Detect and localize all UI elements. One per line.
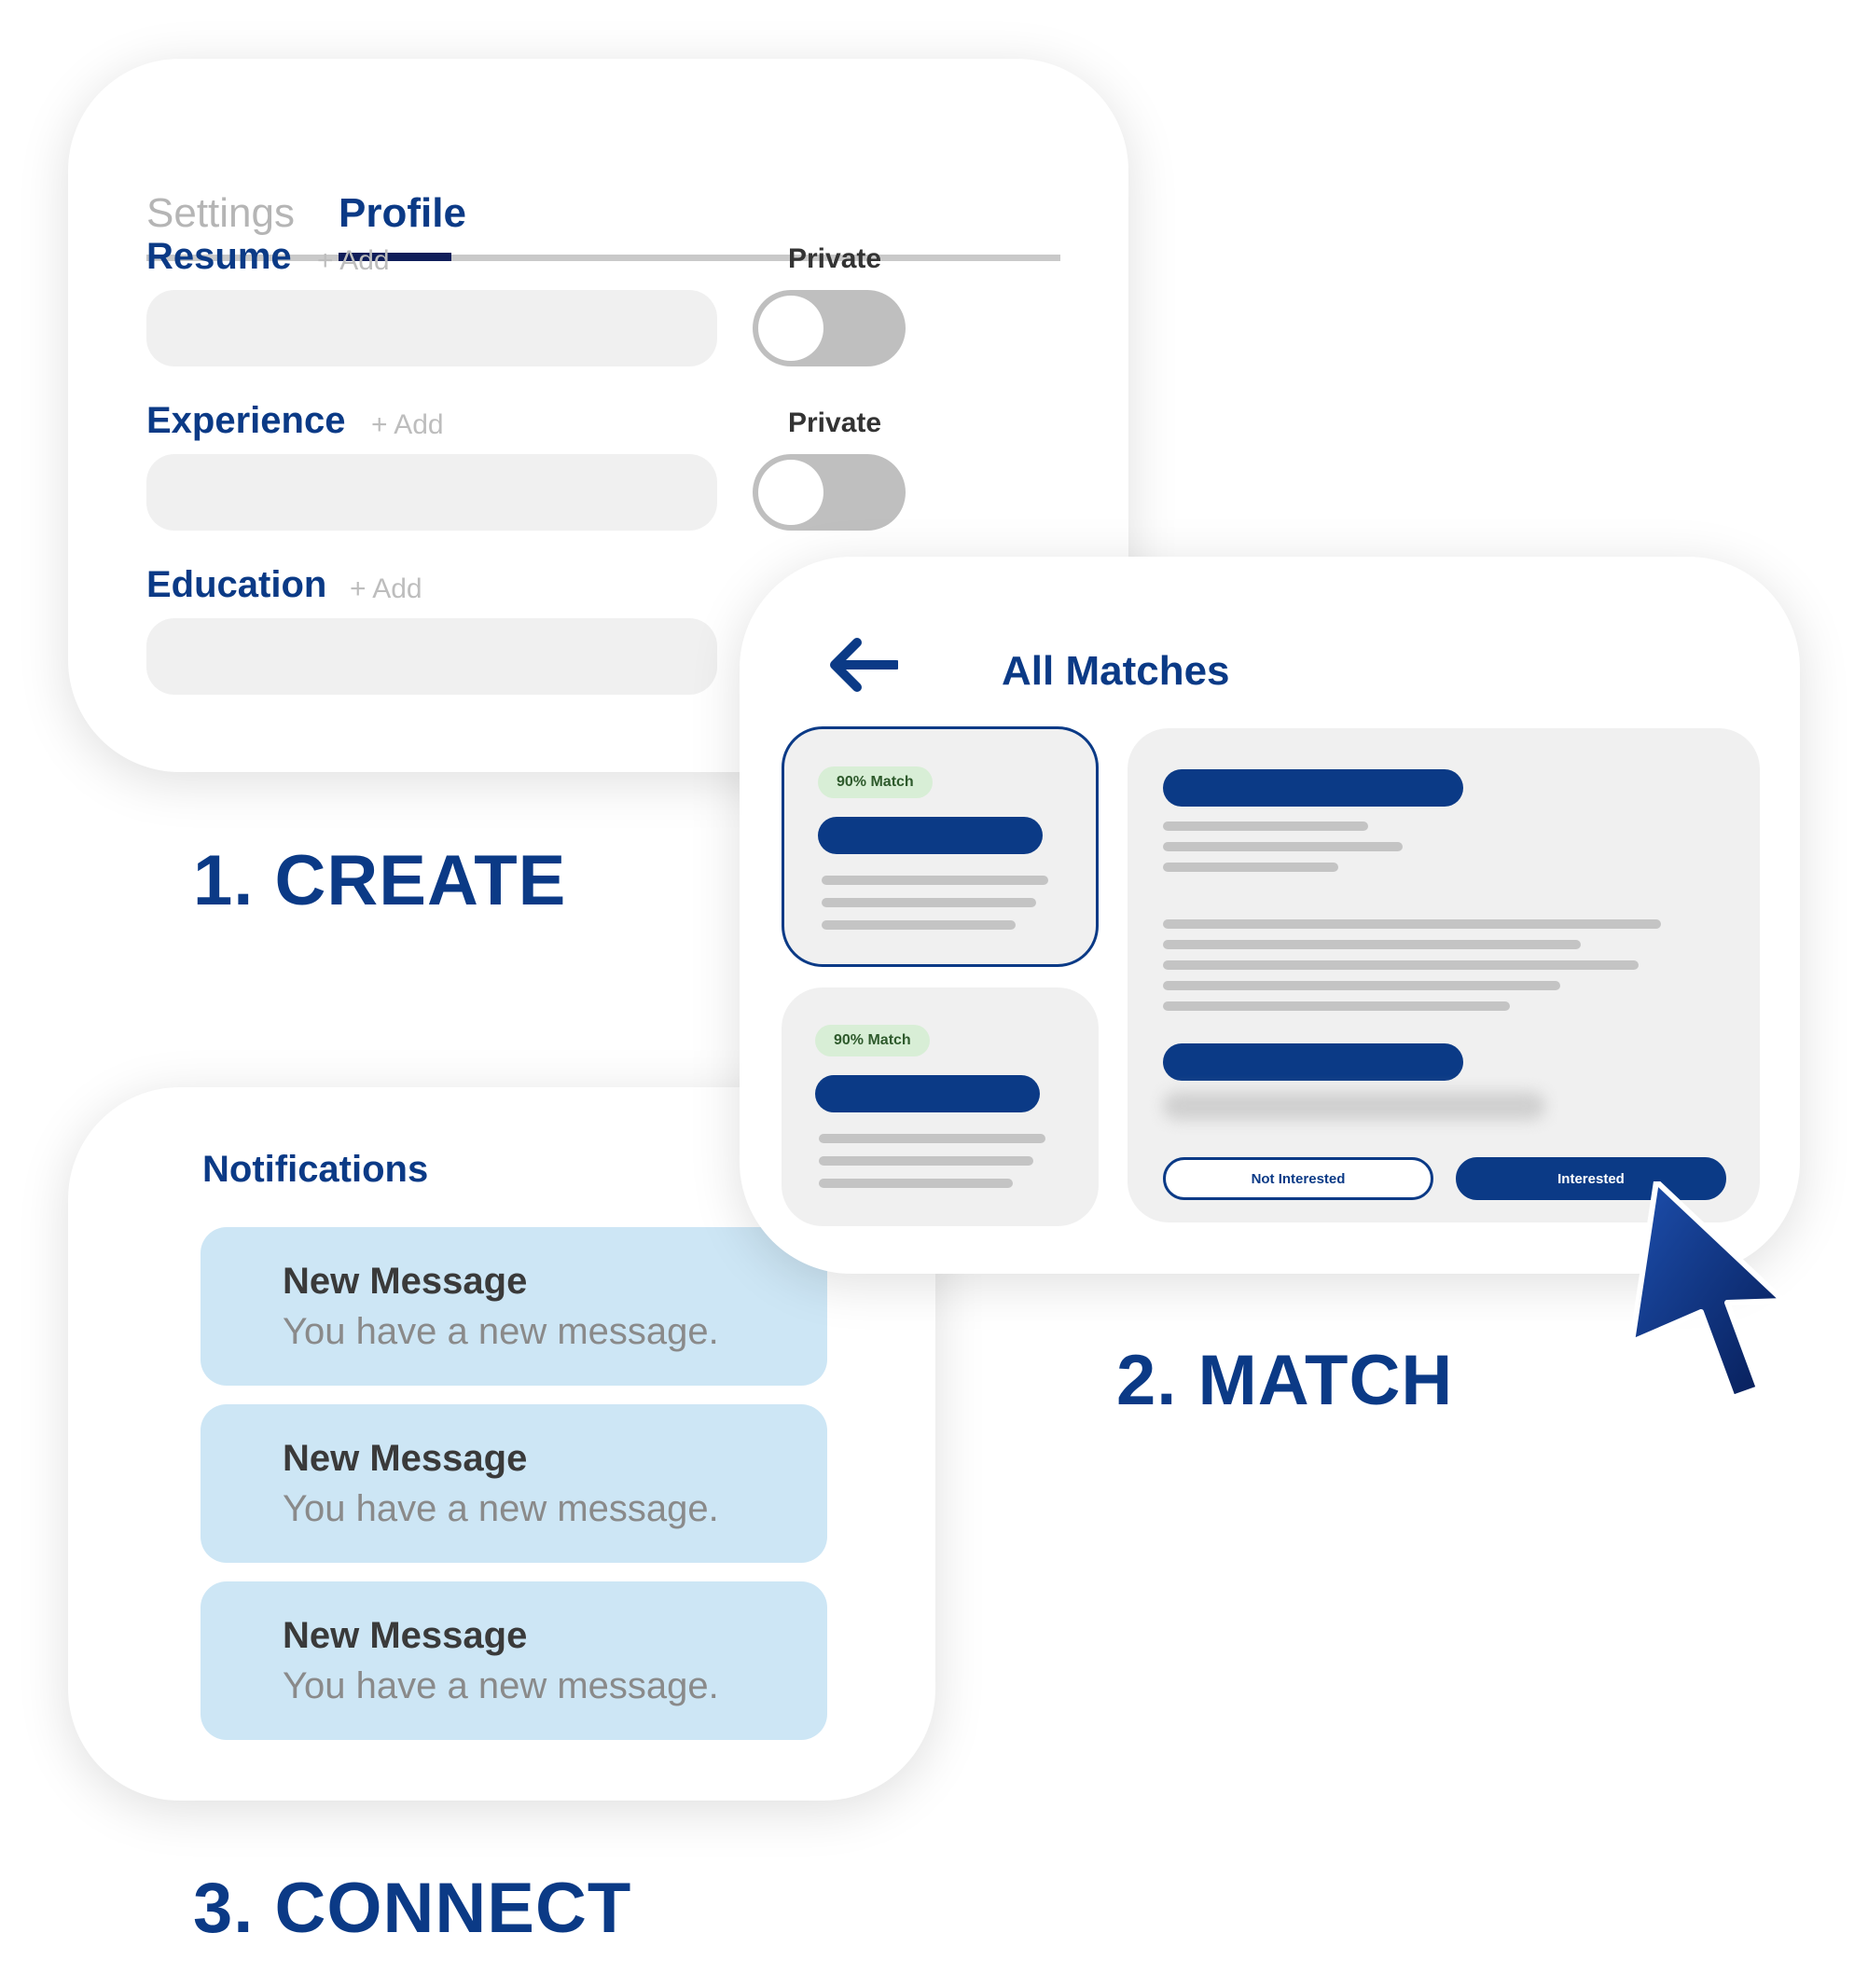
match-title-bar [818,817,1043,854]
text-line [822,920,1016,930]
education-field[interactable] [146,618,717,695]
step-create-label: 1. CREATE [193,841,567,920]
match-card[interactable]: 90% Match [782,987,1099,1226]
text-line [819,1134,1045,1143]
experience-add-link[interactable]: + Add [371,409,444,440]
tab-active-indicator [339,253,451,261]
resume-add-link[interactable]: + Add [317,245,390,276]
matches-card: All Matches 90% Match 90% Match Not Inte… [740,557,1800,1274]
text-line [1163,981,1560,990]
toggle-knob [758,460,823,525]
text-line [1163,960,1639,970]
text-line [1163,1001,1510,1011]
resume-field[interactable] [146,290,717,366]
notification-body: You have a new message. [283,1311,719,1352]
not-interested-button[interactable]: Not Interested [1163,1157,1433,1200]
match-badge: 90% Match [818,766,933,798]
profile-tabs: Settings Profile [146,133,1060,262]
toggle-knob [758,296,823,361]
blurred-text [1163,1092,1545,1120]
match-title-bar [815,1075,1040,1112]
match-card-selected[interactable]: 90% Match [782,726,1099,967]
interested-button[interactable]: Interested [1456,1157,1726,1200]
education-add-link[interactable]: + Add [350,573,422,604]
text-line [1163,821,1368,831]
notification-item[interactable]: New Message You have a new message. [201,1581,827,1740]
experience-heading: Experience [146,400,346,441]
detail-title-bar [1163,769,1463,807]
notifications-heading: Notifications [202,1149,429,1190]
tab-profile[interactable]: Profile [339,190,466,236]
text-line [822,898,1036,907]
experience-private-label: Private [788,407,882,438]
detail-subtitle-bar [1163,1043,1463,1081]
match-badge: 90% Match [815,1025,930,1056]
text-line [822,876,1048,885]
text-line [819,1156,1033,1166]
experience-section: Experience + Add Private [146,402,1079,551]
match-detail-panel: Not Interested Interested [1128,728,1760,1222]
matches-title: All Matches [1002,648,1230,694]
text-line [1163,842,1403,851]
mouse-cursor-icon [1630,1181,1785,1396]
back-arrow-icon[interactable] [825,637,898,693]
step-connect-label: 3. CONNECT [193,1869,632,1948]
text-line [1163,940,1581,949]
resume-private-toggle[interactable] [753,290,906,366]
notification-body: You have a new message. [283,1488,719,1529]
step-match-label: 2. MATCH [1116,1341,1454,1420]
notification-item[interactable]: New Message You have a new message. [201,1227,827,1386]
notification-body: You have a new message. [283,1665,719,1706]
matches-header: All Matches [825,637,1292,702]
notification-title: New Message [283,1261,528,1302]
text-line [819,1179,1013,1188]
resume-heading: Resume [146,236,292,277]
resume-private-label: Private [788,243,882,274]
profile-card: Settings Profile Resume + Add Private Ex… [68,59,1128,772]
text-line [1163,863,1338,872]
experience-field[interactable] [146,454,717,531]
experience-private-toggle[interactable] [753,454,906,531]
tab-divider [146,255,1060,261]
text-line [1163,919,1661,929]
resume-section: Resume + Add Private [146,238,1079,387]
education-heading: Education [146,564,327,605]
notification-title: New Message [283,1615,528,1656]
notification-item[interactable]: New Message You have a new message. [201,1404,827,1563]
notification-title: New Message [283,1438,528,1479]
tab-settings[interactable]: Settings [146,190,295,236]
education-section: Education + Add [146,566,1079,715]
